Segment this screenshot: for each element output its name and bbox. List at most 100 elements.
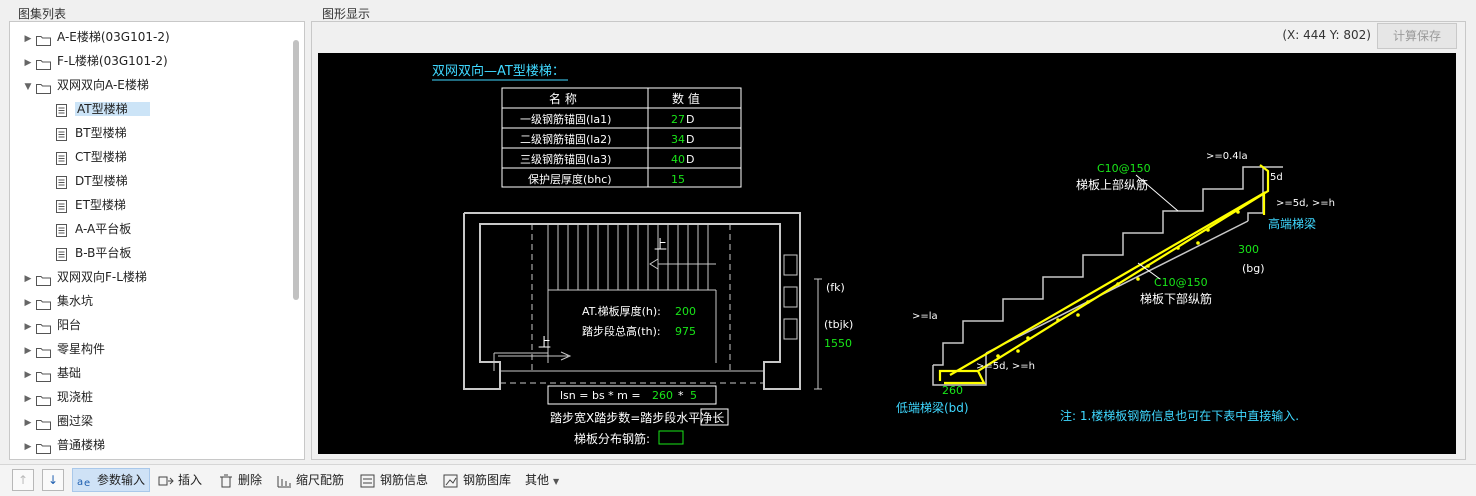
tree-item-label: 普通楼梯 [57, 438, 106, 452]
scale-rebar-button[interactable]: 缩尺配筋 [276, 469, 344, 491]
tree-item-label: A-A平台板 [75, 222, 132, 236]
tree-folder-item[interactable]: ▶双网双向F-L楼梯 [22, 266, 147, 288]
tree-leaf-item[interactable]: CT型楼梯 [56, 146, 127, 168]
chevron-right-icon[interactable]: ▶ [24, 394, 32, 404]
step-formula: 踏步宽X踏步数=踏步段水平净长 [550, 410, 724, 425]
drawing-title: 双网双向—AT型楼梯： [432, 63, 565, 79]
tree-item-label: F-L楼梯(03G101-2) [57, 54, 168, 68]
folder-icon [36, 31, 51, 46]
table-row-name: 一级钢筋锚固(la1) [520, 112, 611, 126]
folder-icon [36, 271, 51, 286]
svg-text:a: a [77, 477, 83, 488]
chevron-right-icon[interactable]: ▶ [24, 418, 32, 428]
tree-folder-item[interactable]: ▶现浇桩 [22, 386, 93, 408]
top-5d-label: 5d [1270, 172, 1283, 183]
document-icon [56, 174, 67, 189]
height-value[interactable]: 975 [675, 325, 696, 338]
chevron-right-icon[interactable]: ▶ [24, 58, 32, 68]
tree-folder-item[interactable]: ▶阳台 [22, 314, 81, 336]
tree-folder-item[interactable]: ▶ 集水坑 [22, 290, 93, 312]
top-anchor-label: >=0.4la [1206, 151, 1248, 162]
rebar-info-button[interactable]: 钢筋信息 [360, 469, 428, 491]
tree-panel: ▶A-E楼梯(03G101-2)▶F-L楼梯(03G101-2)▼双网双向A-E… [9, 21, 305, 460]
arrow-up-icon: ↑ [17, 473, 29, 487]
table-row-value[interactable]: 27 [671, 113, 685, 126]
chevron-down-icon[interactable]: ▼ [24, 82, 32, 92]
bd-value[interactable]: 260 [942, 384, 963, 397]
tree-folder-item[interactable]: ▶圈过梁 [22, 410, 93, 432]
insert-button[interactable]: 插入 [158, 469, 202, 491]
rebar-library-button[interactable]: 钢筋图库 [443, 469, 511, 491]
chevron-right-icon[interactable]: ▶ [24, 34, 32, 44]
tree-leaf-item[interactable]: A-A平台板 [56, 218, 131, 240]
chevron-right-icon[interactable]: ▶ [24, 370, 32, 380]
move-down-button[interactable]: ↓ [42, 469, 64, 491]
anchorage-table [501, 87, 742, 188]
plan-up-label: 上 [654, 238, 667, 253]
tree-folder-item[interactable]: ▶ 普通楼梯 [22, 434, 105, 456]
folder-icon [36, 319, 51, 334]
tree-leaf-item[interactable]: AT型楼梯 [56, 98, 150, 120]
table-row-value[interactable]: 15 [671, 173, 685, 186]
tree-panel-title: 图集列表 [16, 5, 69, 22]
thickness-label: AT.梯板厚度(h): [582, 304, 661, 318]
tbjk-label: (tbjk) [824, 318, 853, 331]
top-rebar-name: 梯板上部纵筋 [1076, 177, 1148, 192]
folder-open-icon [36, 79, 51, 94]
tree-leaf-item[interactable]: ET型楼梯 [56, 194, 126, 216]
top-rebar-spec[interactable]: C10@150 [1097, 162, 1151, 175]
table-header-name: 名 称 [549, 91, 577, 106]
tree-scrollbar[interactable] [293, 40, 299, 300]
lsn-m-value[interactable]: 5 [690, 389, 697, 402]
insert-icon [158, 473, 174, 487]
table-row-value[interactable]: 34 [671, 133, 685, 146]
tree-folder-item[interactable]: ▶ F-L楼梯(03G101-2) [22, 50, 168, 72]
calc-save-button[interactable]: 计算保存 [1377, 23, 1457, 49]
drawing-panel-title: 图形显示 [320, 5, 373, 22]
tree-folder-item[interactable]: ▼双网双向A-E楼梯 [22, 74, 149, 96]
svg-text:e: e [84, 478, 90, 488]
tree-list: ▶A-E楼梯(03G101-2)▶F-L楼梯(03G101-2)▼双网双向A-E… [10, 22, 290, 459]
tree-folder-item[interactable]: ▶基础 [22, 362, 81, 384]
tree-leaf-item[interactable]: DT型楼梯 [56, 170, 128, 192]
lsn-bs-value[interactable]: 260 [652, 389, 673, 402]
rebar-lines [938, 164, 1270, 385]
fk-label: (fk) [826, 281, 845, 294]
low-end-condition: >=5d, >=h [976, 361, 1035, 372]
folder-icon [36, 295, 51, 310]
low-end-beam-label: 低端梯梁(bd) [896, 400, 969, 415]
document-icon [56, 150, 67, 165]
chevron-right-icon[interactable]: ▶ [24, 442, 32, 452]
document-icon [56, 222, 67, 237]
bottom-rebar-spec[interactable]: C10@150 [1154, 276, 1208, 289]
delete-button[interactable]: 删除 [218, 469, 262, 491]
tree-leaf-item[interactable]: BT型楼梯 [56, 122, 127, 144]
rebar-dots [996, 210, 1240, 358]
folder-icon [36, 367, 51, 382]
move-up-button[interactable]: ↑ [12, 469, 34, 491]
other-menu-button[interactable]: 其他▼ [525, 473, 560, 487]
chevron-right-icon[interactable]: ▶ [24, 298, 32, 308]
plan-treads [498, 224, 716, 361]
dist-bar-input[interactable] [658, 430, 684, 445]
bg-value[interactable]: 300 [1238, 243, 1259, 256]
bottom-rebar-name: 梯板下部纵筋 [1140, 291, 1212, 306]
table-row-value[interactable]: 40 [671, 153, 685, 166]
table-row-unit: D [686, 133, 694, 146]
lsn-star: * [678, 389, 684, 402]
tree-item-label: 集水坑 [57, 294, 94, 308]
cursor-coordinates: (X: 444 Y: 802) [1282, 28, 1371, 42]
tbjk-value[interactable]: 1550 [824, 337, 852, 350]
tree-folder-item[interactable]: ▶A-E楼梯(03G101-2) [22, 26, 170, 48]
thickness-value[interactable]: 200 [675, 305, 696, 318]
chevron-right-icon[interactable]: ▶ [24, 346, 32, 356]
table-row-unit: D [686, 153, 694, 166]
chevron-right-icon[interactable]: ▶ [24, 274, 32, 284]
drawing-canvas[interactable]: 双网双向—AT型楼梯： 名 称 数 值 一级钢筋锚固(la1) 27 D 二级钢… [318, 53, 1456, 454]
tree-leaf-item[interactable]: B-B平台板 [56, 242, 131, 264]
tree-folder-item[interactable]: ▶零星构件 [22, 338, 105, 360]
chevron-right-icon[interactable]: ▶ [24, 322, 32, 332]
